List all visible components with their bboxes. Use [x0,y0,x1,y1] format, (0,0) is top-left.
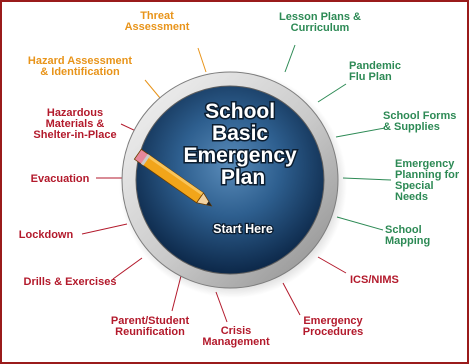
spoke-drills-exercises [112,257,143,280]
topic-link-school-forms-supplies[interactable]: School Forms& Supplies [383,110,456,133]
topic-link-drills-exercises[interactable]: Drills & Exercises [24,276,117,288]
topic-link-hazard-assessment-line-2[interactable]: & Identification [40,66,120,78]
spoke-lockdown [81,223,128,235]
spoke-school-forms-supplies [335,127,386,138]
pencil-icon [133,148,213,207]
start-here-button[interactable]: Start Here [199,216,287,242]
topic-link-school-mapping-line-2[interactable]: Mapping [385,235,430,247]
topic-link-emergency-planning-special-needs-line-1[interactable]: Emergency [395,158,455,170]
start-here-label[interactable]: Start Here [212,221,274,238]
topic-link-hazardous-materials-line-3[interactable]: Shelter-in-Place [33,129,116,141]
spoke-emergency-planning-special-needs [342,177,392,181]
topic-link-crisis-management-line-2[interactable]: Management [202,336,270,348]
topic-link-school-forms-supplies-line-1[interactable]: School Forms [383,110,456,122]
center-disc [135,85,325,275]
spoke-emergency-procedures [282,282,301,316]
topic-link-lesson-plans-curriculum[interactable]: Lesson Plans &Curriculum [279,11,361,34]
center-title-line-2: Basic [212,122,268,145]
center-title-line-4: Plan [221,166,265,189]
topic-link-lockdown-line-1[interactable]: Lockdown [19,229,74,241]
topic-link-school-forms-supplies-line-2[interactable]: & Supplies [383,121,440,133]
topic-link-emergency-procedures-line-2[interactable]: Procedures [303,326,364,338]
topic-link-school-mapping-line-1[interactable]: School [385,224,422,236]
center-title-line-3: Emergency [183,144,297,167]
topic-link-threat-assessment-line-1[interactable]: Threat [140,10,174,22]
spoke-lesson-plans-curriculum [284,44,296,73]
topic-link-lockdown[interactable]: Lockdown [19,229,74,241]
topic-link-emergency-planning-special-needs-line-2[interactable]: Planning for [395,169,460,181]
topic-link-threat-assessment-line-2[interactable]: Assessment [125,21,190,33]
topic-link-emergency-planning-special-needs-line-3[interactable]: Special [395,180,434,192]
spoke-pandemic-flu-plan [317,83,347,103]
topic-link-hazard-assessment-line-1[interactable]: Hazard Assessment [28,55,132,67]
topic-link-pandemic-flu-plan-line-2[interactable]: Flu Plan [349,71,392,83]
topic-link-drills-exercises-line-1[interactable]: Drills & Exercises [24,276,117,288]
topic-link-hazardous-materials-line-1[interactable]: Hazardous [47,107,103,119]
spoke-threat-assessment [197,47,207,73]
topic-link-parent-student-reunification-line-2[interactable]: Reunification [115,326,185,338]
topic-link-evacuation-line-1[interactable]: Evacuation [31,173,90,185]
spoke-hazard-assessment [144,79,161,99]
spoke-crisis-management [215,291,228,323]
topic-link-pandemic-flu-plan-line-1[interactable]: Pandemic [349,60,401,72]
center-title: School Basic Emergency Plan [183,100,302,189]
topic-link-hazardous-materials-line-2[interactable]: Materials & [46,118,105,130]
topic-link-crisis-management-line-1[interactable]: Crisis [221,325,252,337]
topic-link-lesson-plans-curriculum-line-2[interactable]: Curriculum [291,22,350,34]
topic-link-emergency-planning-special-needs-line-4[interactable]: Needs [395,191,428,203]
topic-link-emergency-procedures-line-1[interactable]: Emergency [303,315,363,327]
topic-link-ics-nims-line-1[interactable]: ICS/NIMS [350,274,399,286]
spoke-school-mapping [336,216,384,231]
topic-link-ics-nims[interactable]: ICS/NIMS [350,274,399,286]
center-title-line-1: School [205,100,275,123]
topic-link-lesson-plans-curriculum-line-1[interactable]: Lesson Plans & [279,11,361,23]
topic-link-parent-student-reunification-line-1[interactable]: Parent/Student [111,315,190,327]
topic-link-evacuation[interactable]: Evacuation [31,173,90,185]
topic-link-hazard-assessment[interactable]: Hazard Assessment& Identification [28,55,132,78]
spoke-ics-nims [317,256,347,274]
